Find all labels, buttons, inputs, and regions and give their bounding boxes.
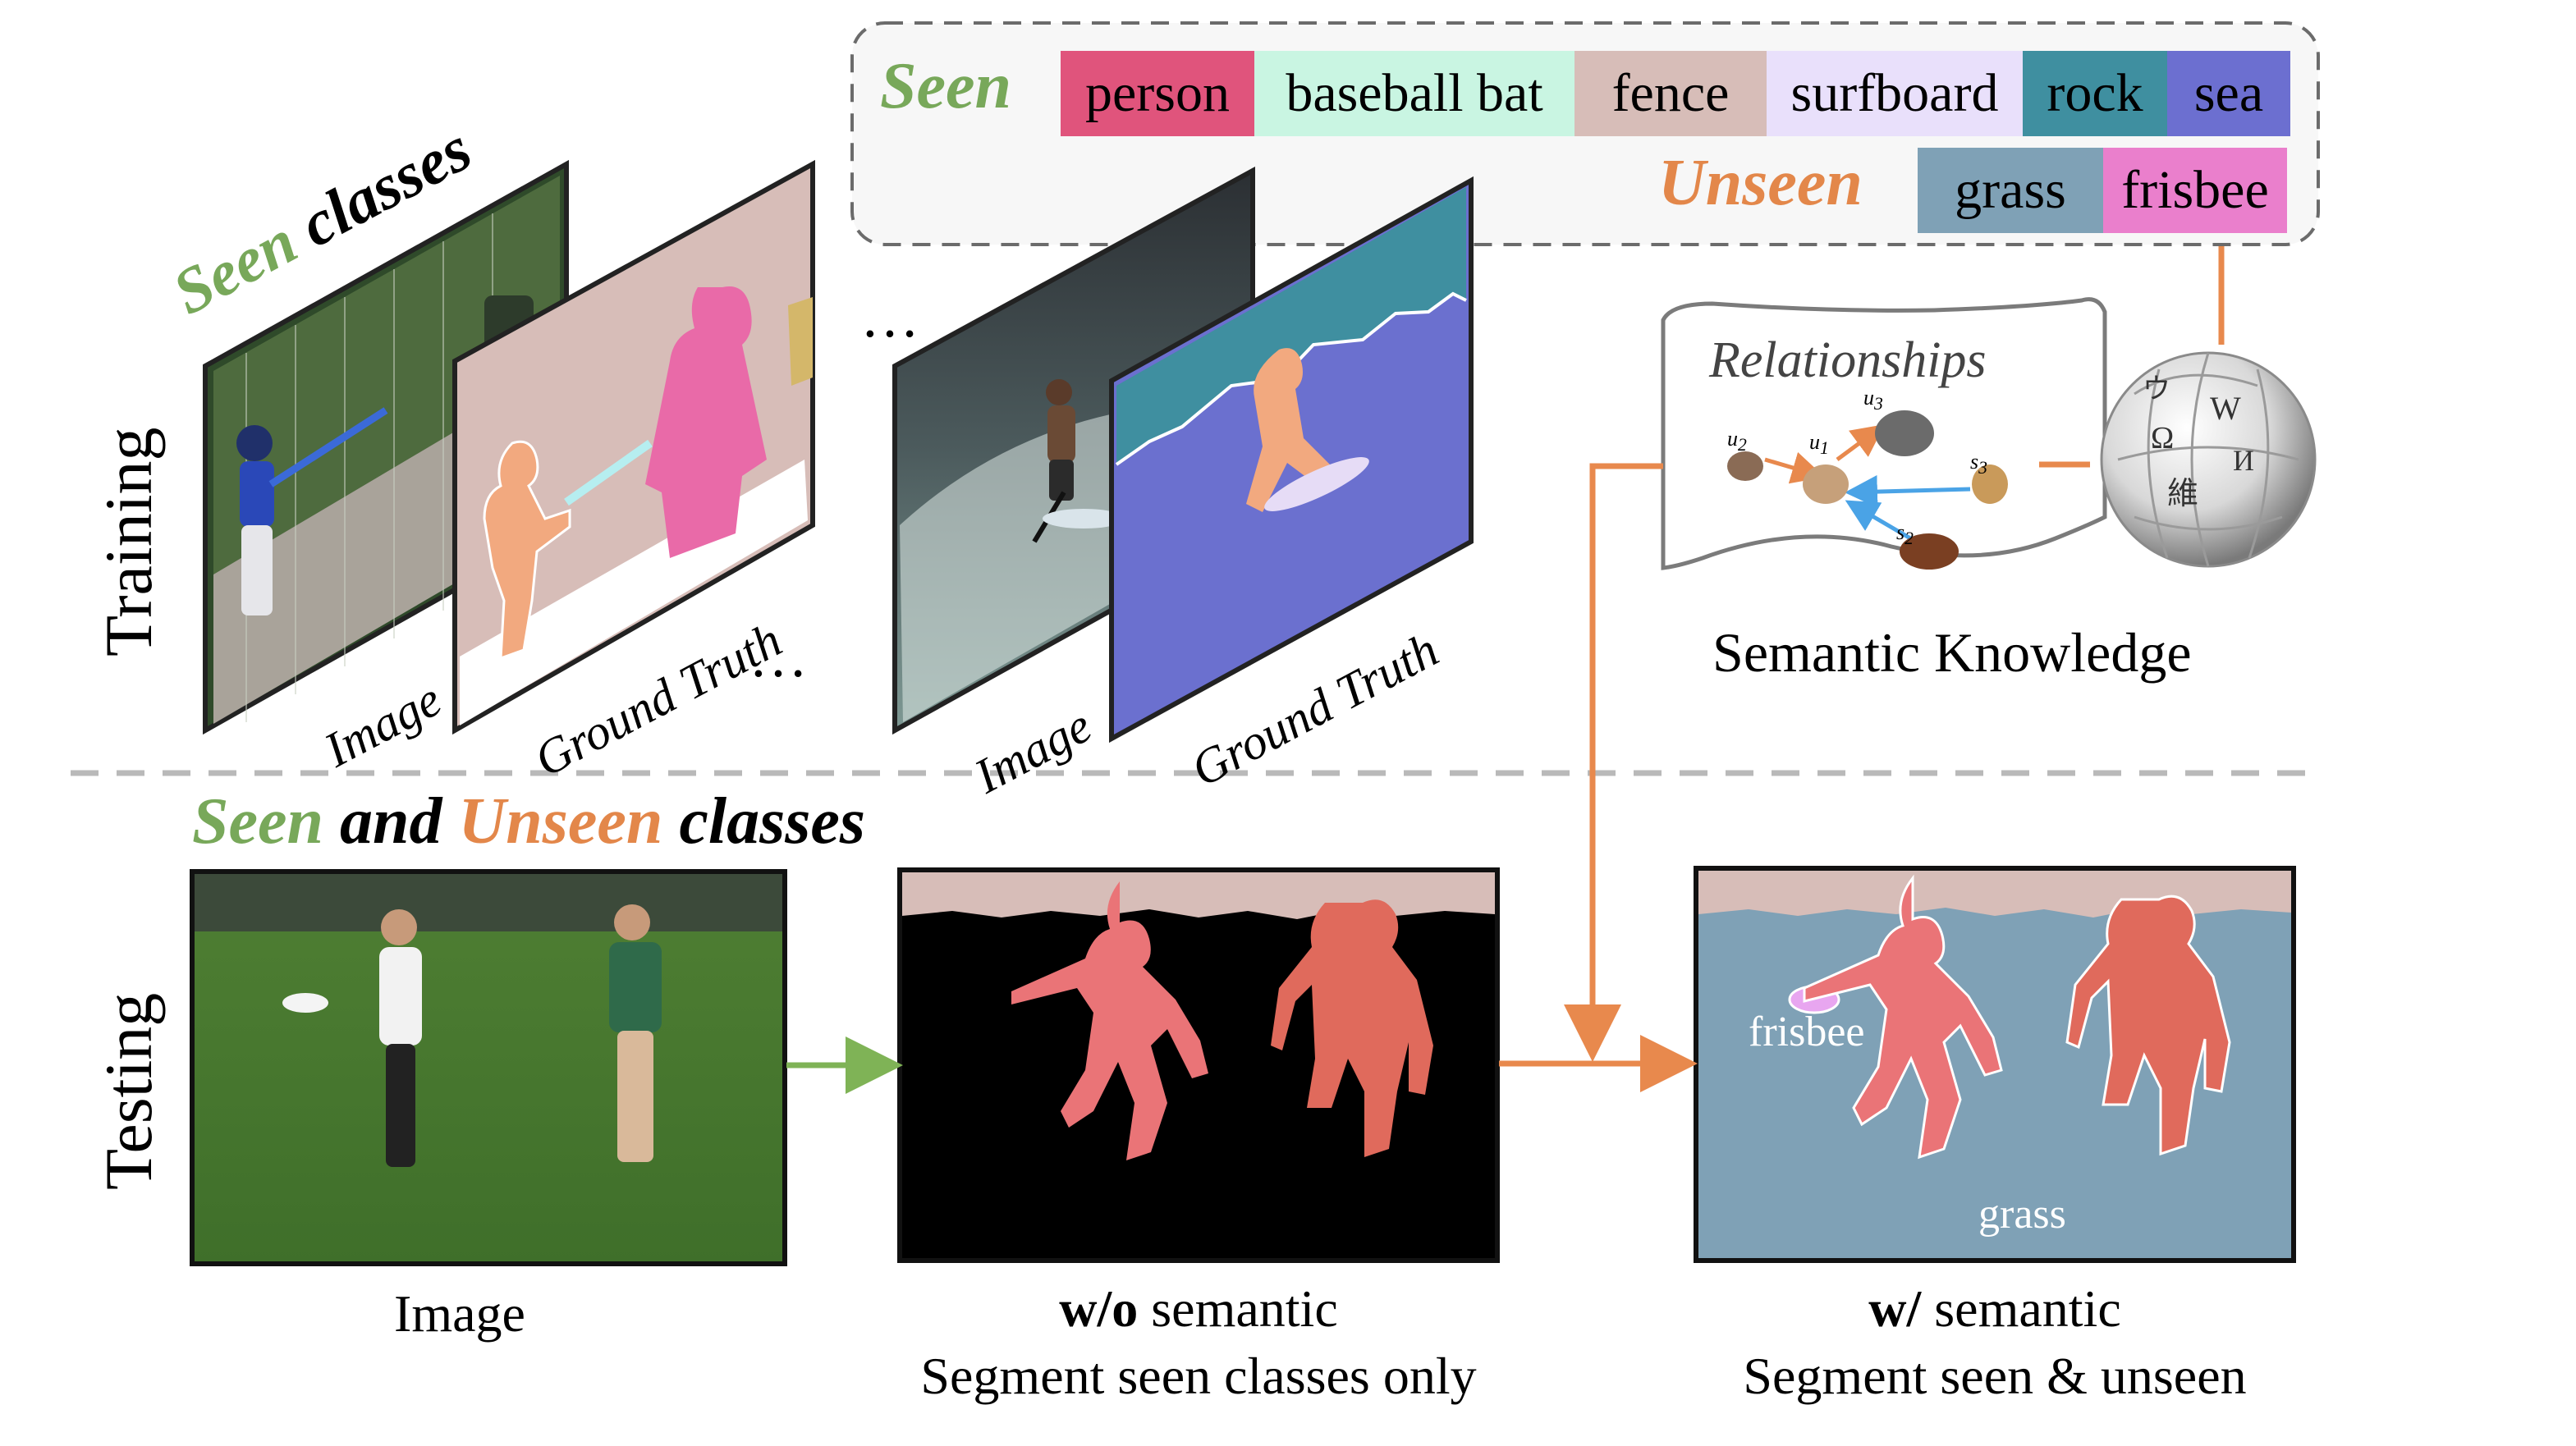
wo-semantic-caption-line1: w/o semantic	[1059, 1279, 1338, 1338]
knowledge-node-u1: u1	[1809, 430, 1829, 459]
knowledge-node-s2: s2	[1896, 520, 1914, 549]
legend-chip-rock: rock	[2023, 51, 2167, 136]
legend-chip-surfboard: surfboard	[1767, 51, 2023, 136]
globe-glyph-u: ウ	[2143, 374, 2170, 405]
testing-heading-and: and	[340, 785, 442, 858]
legend-chip-fence: fence	[1574, 51, 1767, 136]
globe-glyph-w: W	[2210, 390, 2241, 427]
relationship-scroll	[1661, 297, 2107, 570]
wo-semantic-mask-panel	[897, 867, 1500, 1263]
wikipedia-globe-icon	[2100, 351, 2317, 568]
testing-image-caption: Image	[394, 1284, 525, 1343]
legend-chip-frisbee: frisbee	[2103, 148, 2287, 233]
globe-glyph-i: И	[2233, 444, 2254, 477]
training-ellipsis-bottom: …	[749, 624, 808, 689]
legend-unseen-label: Unseen	[1658, 147, 1863, 219]
frisbee-mask-label: frisbee	[1749, 1009, 1865, 1055]
testing-heading: Seen and Unseen classes	[192, 785, 865, 859]
knowledge-node-u3: u3	[1863, 386, 1883, 414]
training-gt-panel-2	[1109, 176, 1474, 744]
knowledge-node-s3: s3	[1970, 450, 1987, 478]
w-semantic-mask-panel	[1694, 866, 2296, 1263]
relationships-label: Relationships	[1709, 332, 1987, 388]
testing-heading-classes: classes	[679, 785, 866, 858]
arrow-knowledge-to-merge	[1564, 463, 1663, 1062]
w-semantic-caption: w/ semantic Segment seen & unseen	[1675, 1275, 2315, 1410]
knowledge-node-u2: u2	[1727, 427, 1747, 455]
w-semantic-caption-line2: Segment seen & unseen	[1743, 1347, 2247, 1405]
globe-glyph-omega: Ω	[2151, 421, 2175, 455]
training-ellipsis-top: …	[860, 284, 919, 350]
legend-chip-sea: sea	[2167, 51, 2290, 136]
wo-semantic-caption-line2: Segment seen classes only	[920, 1347, 1477, 1405]
testing-input-image	[190, 869, 787, 1266]
legend-chip-person: person	[1061, 51, 1254, 136]
globe-glyph-kanji: 維	[2167, 477, 2199, 511]
semantic-knowledge-caption: Semantic Knowledge	[1712, 621, 2192, 684]
wo-semantic-caption: w/o semantic Segment seen classes only	[887, 1275, 1510, 1410]
testing-heading-seen: Seen	[192, 785, 323, 858]
legend-chip-grass: grass	[1918, 148, 2103, 233]
legend-chip-baseball-bat: baseball bat	[1254, 51, 1574, 136]
w-semantic-caption-line1: w/ semantic	[1868, 1279, 2121, 1338]
legend-seen-label: Seen	[880, 50, 1011, 122]
testing-heading-unseen: Unseen	[458, 785, 663, 858]
grass-mask-label: grass	[1978, 1191, 2066, 1238]
training-gt-panel-1	[452, 159, 815, 735]
